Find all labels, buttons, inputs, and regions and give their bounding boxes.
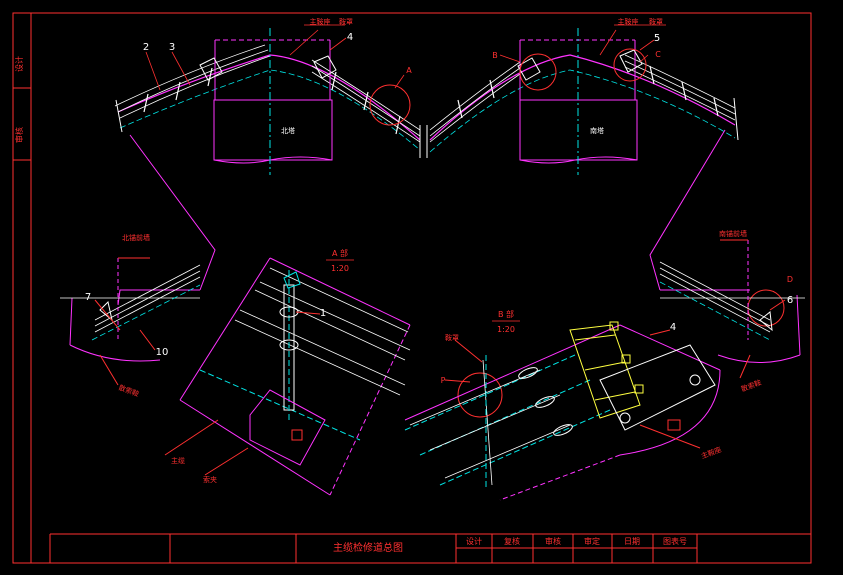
num-2: 2	[143, 42, 149, 53]
detail-b	[404, 321, 721, 501]
main-cable-overview	[114, 44, 739, 291]
label-south-anchor: 南锚前墙	[719, 229, 747, 238]
tb-drawing-no: 图表号	[663, 536, 687, 546]
detail-a-callout-1: 1	[320, 308, 326, 319]
label-south-tower: 南塔	[590, 126, 604, 135]
leader-lines	[145, 24, 666, 91]
num-6: 6	[787, 295, 793, 306]
letter-b: B	[492, 51, 498, 60]
num-3: 3	[169, 42, 175, 53]
label-detail-saddle-hat: 主鞍座	[700, 445, 723, 461]
letter-a: A	[406, 66, 412, 75]
label-main-cable: 主缆	[171, 456, 185, 465]
saddle-covers	[199, 49, 643, 81]
label-detail-saddle: 鞍罩	[445, 333, 459, 342]
label-cover-left: 鞍罩	[339, 17, 353, 26]
label-cover-right: 鞍罩	[649, 17, 663, 26]
side-label-bottom: 审核	[14, 127, 24, 143]
num-7: 7	[85, 292, 91, 303]
label-north-tower: 北塔	[281, 126, 295, 135]
north-anchor-detail	[60, 257, 201, 386]
tb-date: 日期	[624, 537, 640, 546]
num-4-left: 4	[347, 32, 353, 43]
tb-design: 设计	[466, 536, 482, 546]
detail-a-scale: 1:20	[331, 264, 349, 273]
num-10: 10	[156, 347, 169, 358]
callout-circles	[369, 48, 785, 418]
side-label-top: 设计	[14, 56, 24, 72]
south-anchor-detail	[659, 239, 805, 379]
label-saddle-left: 主鞍座	[310, 17, 331, 26]
detail-b-scale: 1:20	[497, 325, 515, 334]
tb-check: 审核	[545, 536, 561, 546]
tb-approve: 审定	[584, 536, 600, 546]
drawing-title: 主缆检修道总图	[333, 541, 403, 554]
detail-a	[164, 257, 411, 496]
letter-p: P	[441, 376, 446, 385]
label-splay-left: 散索鞍	[117, 383, 140, 399]
north-tower	[213, 28, 333, 175]
detail-a-title: A 部	[332, 248, 348, 258]
drawing-frame	[12, 12, 812, 564]
tb-review: 复核	[504, 536, 520, 546]
label-saddle-right: 主鞍座	[618, 17, 639, 26]
label-splay-right: 散索鞍	[740, 378, 763, 394]
detail-b-title: B 部	[498, 309, 514, 319]
letter-c: C	[655, 50, 661, 59]
num-5: 5	[654, 33, 660, 44]
num-4-detail: 4	[670, 322, 676, 333]
label-north-anchor: 北锚前墙	[122, 233, 150, 242]
south-tower	[519, 28, 638, 175]
label-cable-clamp: 索夹	[203, 475, 217, 484]
letter-d: D	[787, 275, 793, 284]
